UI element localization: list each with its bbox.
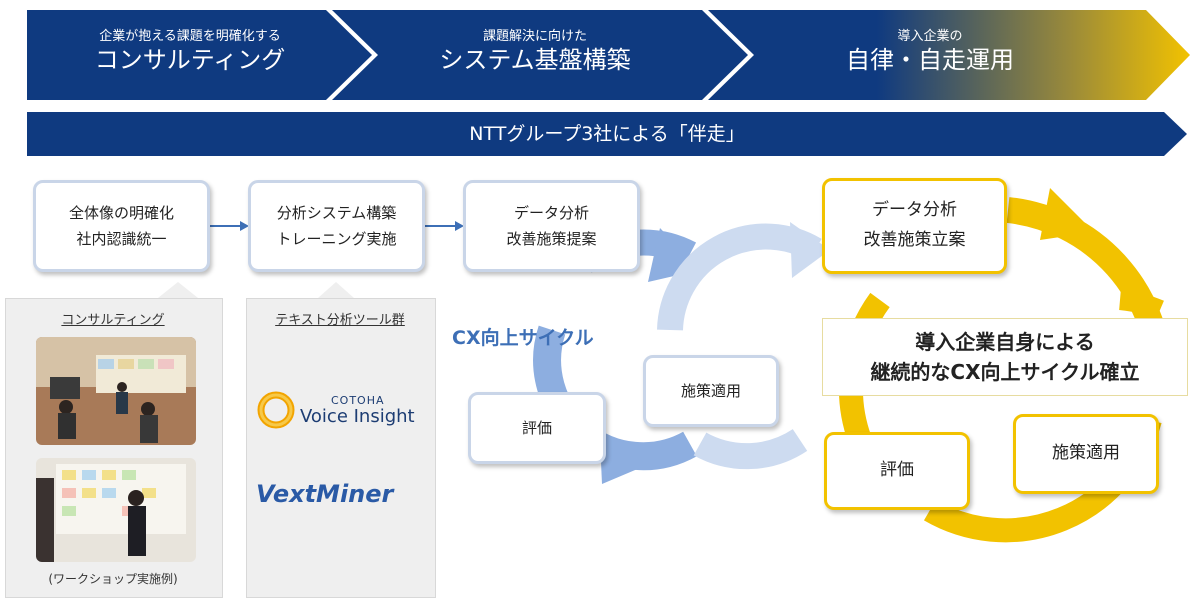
chevron-big-label: 自律・自走運用: [846, 45, 1014, 74]
gold-box-line: 改善施策立案: [863, 230, 966, 250]
chevron-system-text: 課題解決に向けた システム基盤構築: [385, 29, 685, 75]
cycle-box-label: 施策適用: [680, 381, 741, 400]
gold-box-apply: 施策適用: [1013, 414, 1159, 494]
chevron-small-label: 企業が抱える課題を明確化する: [99, 29, 281, 44]
gold-box-label: 評価: [880, 460, 914, 481]
banner-line: 導入企業自身による: [915, 330, 1095, 354]
cycle-box-label: 評価: [521, 418, 552, 437]
pointer-consulting: [158, 282, 198, 298]
cotoha-logo-bottom: Voice Insight: [300, 406, 415, 427]
cycle-box-apply: 施策適用: [643, 355, 779, 427]
tools-panel: [246, 298, 436, 598]
gold-box-line: データ分析: [872, 200, 957, 221]
tools-panel-title: テキスト分析ツール群: [275, 313, 405, 328]
chevron-system: [332, 10, 748, 100]
gold-box-analysis: データ分析 改善施策立案: [822, 178, 1007, 274]
workshop-caption: (ワークショップ実施例): [48, 572, 178, 586]
chevron-small-label: 課題解決に向けた: [482, 29, 587, 44]
chevron-big-label: コンサルティング: [94, 45, 286, 74]
workshop-photo: [36, 458, 196, 562]
cotoha-logo-top: COTOHA: [331, 394, 385, 407]
step-line: データ分析: [513, 203, 589, 222]
step-line: 全体像の明確化: [68, 203, 174, 222]
cotoha-logo-icon: [256, 390, 296, 430]
step-line: 社内認識統一: [76, 230, 167, 248]
chevron-consulting: [27, 10, 372, 100]
step-line: 分析システム構築: [276, 203, 397, 222]
step-line: トレーニング実施: [276, 230, 397, 248]
accompany-band-label: NTTグループ3社による「伴走」: [469, 123, 745, 145]
chevron-small-label: 導入企業の: [897, 29, 963, 44]
cycle-box-evaluate: 評価: [468, 392, 606, 464]
cx-cycle-label: CX向上サイクル: [452, 327, 594, 349]
workshop-photo: [36, 337, 196, 445]
chevron-autonomy-text: 導入企業の 自律・自走運用: [780, 29, 1080, 75]
gold-cycle-arrows: [838, 188, 1174, 543]
connector-arrow: [210, 221, 464, 231]
gold-box-evaluate: 評価: [824, 432, 970, 510]
step-box-clarify: 全体像の明確化 社内認識統一: [33, 180, 210, 272]
chevron-autonomy: [708, 10, 1190, 100]
chevron-big-label: システム基盤構築: [439, 45, 631, 74]
continuous-cycle-banner: 導入企業自身による 継続的なCX向上サイクル確立: [822, 318, 1188, 396]
chevron-consulting-text: 企業が抱える課題を明確化する コンサルティング: [40, 29, 340, 75]
gold-box-label: 施策適用: [1052, 443, 1120, 464]
consulting-panel-title: コンサルティング: [61, 313, 165, 328]
vextminer-logo: VextMiner: [256, 480, 394, 508]
accompany-band: [27, 112, 1187, 156]
pointer-tools: [318, 282, 354, 298]
step-line: 改善施策提案: [506, 230, 597, 248]
step-box-build: 分析システム構築 トレーニング実施: [248, 180, 425, 272]
banner-line: 継続的なCX向上サイクル確立: [870, 360, 1140, 384]
cycle-box-analysis: データ分析 改善施策提案: [463, 180, 640, 272]
